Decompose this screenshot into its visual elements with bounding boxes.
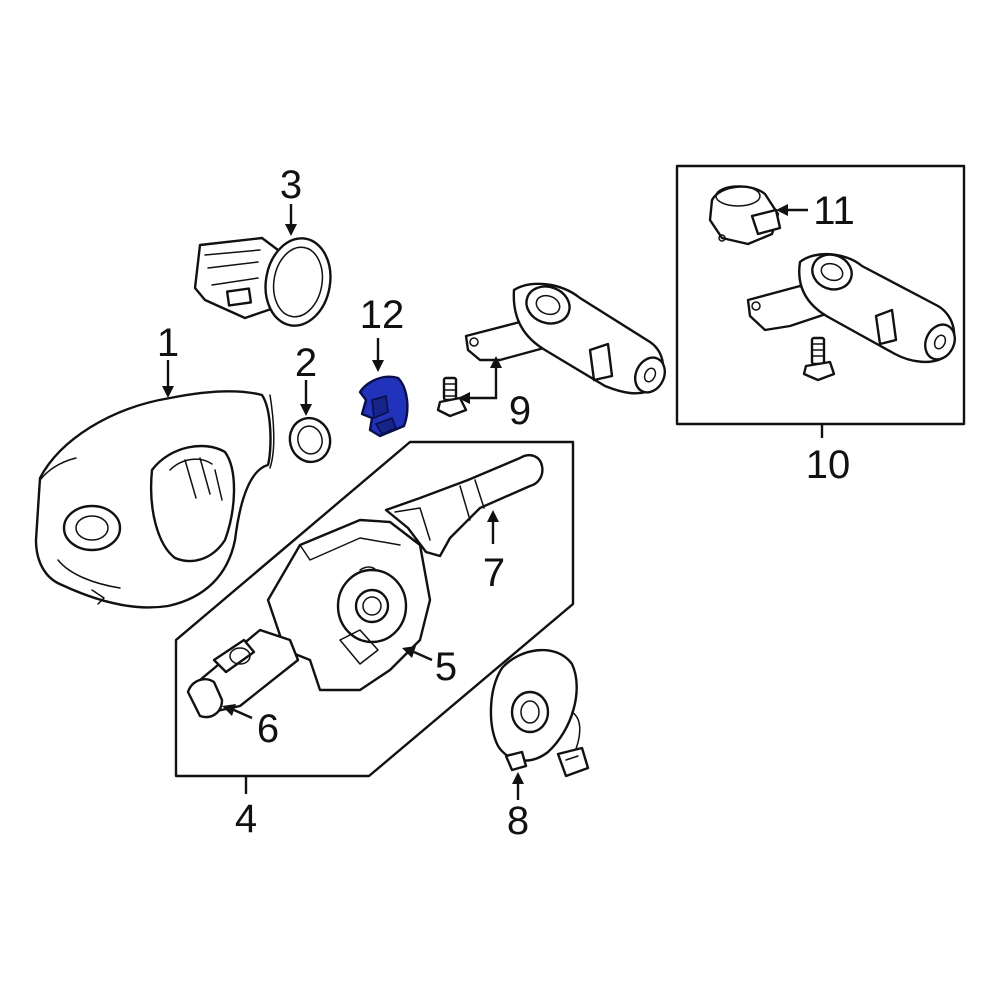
leader-arrows — [162, 204, 824, 800]
callout-10: 10 — [806, 443, 851, 487]
callout-12: 12 — [360, 293, 405, 337]
callout-11: 11 — [813, 189, 855, 233]
callout-6: 6 — [257, 707, 279, 751]
callout-5: 5 — [435, 645, 457, 689]
callout-8: 8 — [507, 799, 529, 843]
lock-set-box — [675, 164, 966, 426]
part-9-bolt[interactable] — [436, 376, 468, 418]
callout-1: 1 — [157, 321, 179, 365]
part-9-column-lock[interactable] — [464, 281, 670, 398]
callout-4: 4 — [235, 797, 257, 841]
part-3-ignition-ring[interactable] — [193, 233, 337, 331]
callout-2: 2 — [295, 341, 317, 385]
part-10-lock-cylinder[interactable] — [746, 249, 960, 364]
callout-3: 3 — [280, 163, 302, 207]
combination-switch-box — [174, 440, 575, 778]
part-2-ring[interactable] — [285, 414, 335, 467]
part-12-clip-highlighted[interactable] — [358, 375, 409, 438]
callout-9: 9 — [509, 389, 531, 433]
part-7-wiper-stalk[interactable] — [384, 454, 544, 558]
callout-7: 7 — [483, 551, 505, 595]
part-11-switch[interactable] — [708, 185, 782, 246]
part-10-bolt[interactable] — [802, 336, 836, 382]
part-5-switch-body[interactable] — [266, 518, 432, 692]
callout-labels: 1 2 3 4 5 6 7 8 9 10 11 12 — [157, 163, 855, 843]
part-1-column-cover[interactable] — [34, 390, 275, 609]
part-8-spiral-cable[interactable] — [489, 648, 590, 778]
part-6-lighting-stalk[interactable] — [186, 628, 300, 719]
